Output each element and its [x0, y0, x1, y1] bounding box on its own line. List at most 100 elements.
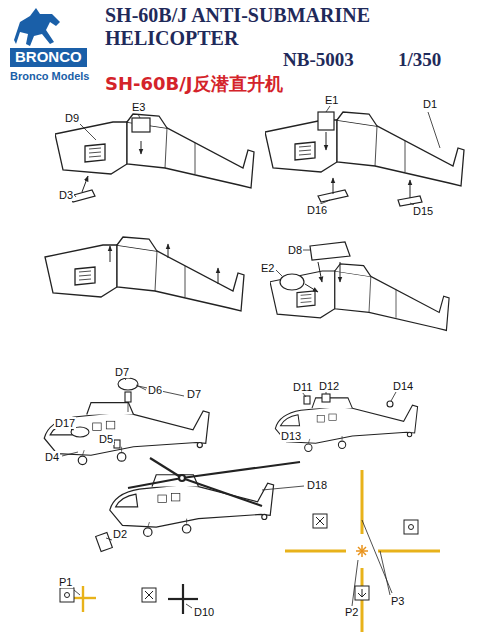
assembly-arrow	[141, 141, 142, 154]
leader-line	[262, 486, 304, 490]
assembly-arrow	[82, 132, 410, 292]
part-number: D16	[306, 204, 328, 216]
assembly-arrow	[410, 180, 411, 198]
part-number: D13	[280, 430, 302, 442]
small-part	[304, 396, 310, 404]
leader-line	[74, 520, 392, 606]
part-number: D12	[318, 380, 340, 392]
small-part	[387, 401, 393, 407]
small-part	[114, 440, 120, 448]
decal-star	[356, 545, 368, 557]
brand-name: BRONCO	[10, 48, 87, 67]
part-number: D17	[54, 417, 76, 429]
color-icon	[60, 588, 74, 602]
part-number: D1	[422, 98, 438, 110]
rotor-blade	[179, 475, 185, 481]
small-part	[322, 394, 330, 402]
brand-name: Bronco Models	[10, 70, 89, 82]
assembly-arrow	[340, 262, 341, 282]
small-part	[318, 112, 334, 130]
leader-line	[428, 112, 440, 148]
part-number: D18	[306, 479, 328, 491]
leader-line	[186, 604, 192, 608]
small-part	[310, 242, 350, 260]
small-part	[118, 378, 138, 390]
small-part	[125, 392, 131, 402]
color-icon	[145, 591, 153, 599]
assembly-arrow	[218, 268, 219, 284]
fuselage-half	[55, 114, 254, 188]
small-part	[70, 112, 422, 290]
assembly-arrow	[110, 246, 111, 262]
part-number: D4	[44, 451, 60, 463]
assembly-arrow	[333, 178, 334, 194]
part-number: D10	[193, 606, 215, 618]
part-number: E2	[260, 262, 275, 274]
color-icon	[313, 514, 327, 528]
part-number: D9	[64, 112, 80, 124]
part-number: D14	[392, 380, 414, 392]
part-number: D8	[287, 244, 303, 256]
leader-line	[380, 551, 390, 595]
rotor-blade	[182, 478, 262, 506]
rotor-blade	[128, 458, 300, 614]
leader-line	[138, 114, 140, 118]
leader-line	[72, 106, 440, 276]
rotor-blade	[150, 458, 182, 478]
assembly-arrow	[318, 262, 322, 282]
kit-number: 1/350	[398, 50, 441, 71]
chinese-title: SH-60B/J反潜直升机	[105, 74, 283, 94]
small-part	[71, 378, 393, 552]
helicopter-figure	[44, 398, 417, 537]
fuselage-half	[270, 264, 449, 331]
small-part	[96, 532, 113, 551]
decal-cross	[82, 586, 84, 612]
assembly-arrow	[168, 244, 169, 258]
part-number: D11	[292, 381, 313, 393]
leader-line	[326, 392, 327, 394]
helicopter-figure	[44, 403, 209, 465]
helicopter-figure	[275, 398, 417, 452]
leader-line	[74, 590, 80, 595]
leader-line	[62, 452, 78, 456]
part-number: P3	[390, 595, 405, 607]
assembly-arrow	[305, 284, 318, 292]
kit-number: NB-5003	[283, 50, 354, 71]
leader-line	[362, 520, 392, 593]
leader-line	[128, 402, 129, 412]
horse-logo	[14, 8, 60, 46]
part-number: D5	[98, 433, 114, 445]
color-icon	[404, 520, 418, 534]
part-number: D7	[114, 366, 130, 378]
leader-line	[326, 106, 330, 112]
fuselage-half	[45, 237, 244, 311]
color-icon	[409, 525, 414, 530]
color-icon	[358, 589, 366, 597]
leader-line	[62, 378, 396, 608]
part-number: E3	[131, 101, 146, 113]
helicopter-figure	[110, 475, 274, 537]
leader-line	[276, 270, 282, 276]
decal-star	[358, 547, 366, 555]
small-part	[132, 118, 150, 132]
part-number: P1	[58, 576, 73, 588]
part-number: D3	[58, 189, 74, 201]
fuselage-half	[45, 112, 464, 330]
part-number: E1	[324, 94, 339, 106]
decal-cross	[378, 550, 440, 553]
small-part	[280, 274, 304, 290]
rotor-blade	[128, 478, 182, 488]
rotor-blade	[182, 462, 300, 478]
decal-cross	[70, 470, 440, 632]
color-icon	[316, 517, 324, 525]
color-icon	[65, 593, 70, 598]
part-number: D6	[147, 384, 163, 396]
decal-cross	[285, 550, 346, 553]
assembly-arrow	[82, 176, 88, 192]
horse-logo	[14, 8, 60, 46]
sheet-title: SH-60B/J ANTI-SUBMARINE HELICOPTER	[105, 4, 375, 50]
leader-line	[391, 392, 396, 401]
color-icon	[142, 588, 156, 602]
